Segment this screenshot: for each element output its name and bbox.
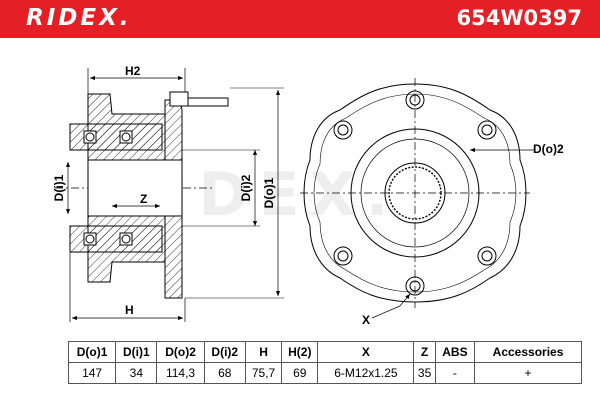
cell-value: 68: [203, 362, 246, 384]
cell-value: +: [474, 362, 582, 384]
col-header: X: [317, 341, 415, 363]
col-header: D(o)2: [156, 341, 205, 363]
col-header: H: [244, 341, 283, 363]
cell-value: 147: [67, 362, 117, 384]
brand-logo: RIDEX.: [26, 5, 132, 31]
cell-value: 6-M12x1.25: [317, 362, 415, 384]
cell-value: 34: [115, 362, 158, 384]
front-view: [300, 78, 535, 319]
header-bar: RIDEX. 654W0397: [0, 0, 600, 38]
cell-value: -: [434, 362, 476, 384]
col-header: H(2): [281, 341, 319, 363]
label-do2: D(o)2: [533, 142, 564, 156]
col-header: D(i)2: [203, 341, 246, 363]
cell-value: 114,3: [156, 362, 205, 384]
col-header: ABS: [434, 341, 476, 363]
col-header: D(i)1: [115, 341, 158, 363]
label-do1: D(o)1: [262, 177, 276, 208]
col-header: D(o)1: [67, 341, 117, 363]
side-section-view: [55, 68, 284, 322]
part-number: 654W0397: [456, 6, 582, 30]
specs-value-row: 147 34 114,3 68 75,7 69 6-M12x1.25 35 - …: [67, 362, 582, 384]
label-x: X: [362, 313, 370, 327]
label-h: H: [125, 303, 134, 317]
cell-value: 75,7: [244, 362, 283, 384]
col-header: Z: [413, 341, 436, 363]
specs-header-row: D(o)1 D(i)1 D(o)2 D(i)2 H H(2) X Z ABS A…: [67, 341, 582, 363]
col-header: Accessories: [474, 341, 582, 363]
cell-value: 35: [413, 362, 436, 384]
label-h2: H2: [125, 64, 141, 78]
cell-value: 69: [281, 362, 319, 384]
label-z: Z: [140, 192, 147, 206]
label-di2: D(i)2: [239, 174, 253, 201]
label-di1: D(i)1: [52, 174, 66, 201]
specs-table: D(o)1 D(i)1 D(o)2 D(i)2 H H(2) X Z ABS A…: [67, 341, 582, 384]
technical-drawing: H2 H Z D(o)2 X D(i)1 D(i)2 D(o)1: [52, 64, 564, 327]
